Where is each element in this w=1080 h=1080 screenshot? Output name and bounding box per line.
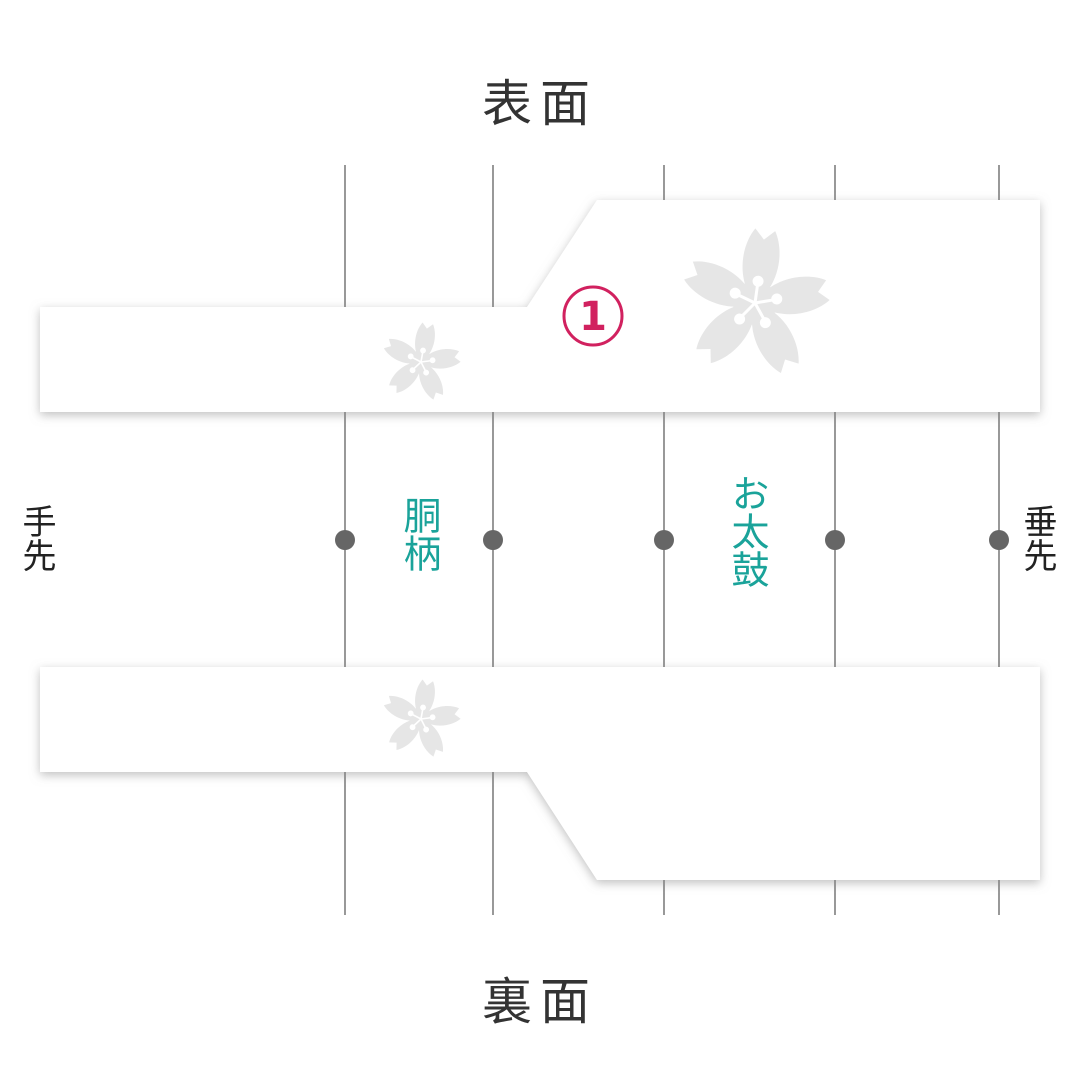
marker-badge: 1: [562, 285, 624, 347]
end-left-label: 手先: [16, 504, 56, 572]
dot-icon: [825, 530, 845, 550]
front-title: 表面: [482, 75, 598, 133]
end-right-label: 垂先: [1017, 504, 1057, 572]
dot-icon: [989, 530, 1009, 550]
zone-label-otaiko: お太鼓: [725, 474, 769, 588]
back-band: [40, 667, 1040, 880]
back-title: 裏面: [482, 973, 598, 1031]
marker-number: 1: [579, 294, 607, 340]
dot-icon: [335, 530, 355, 550]
nodes: [335, 530, 1009, 550]
dot-icon: [654, 530, 674, 550]
zone-label-dogara: 胴柄: [397, 496, 441, 572]
front-band: [40, 200, 1040, 412]
dot-icon: [483, 530, 503, 550]
